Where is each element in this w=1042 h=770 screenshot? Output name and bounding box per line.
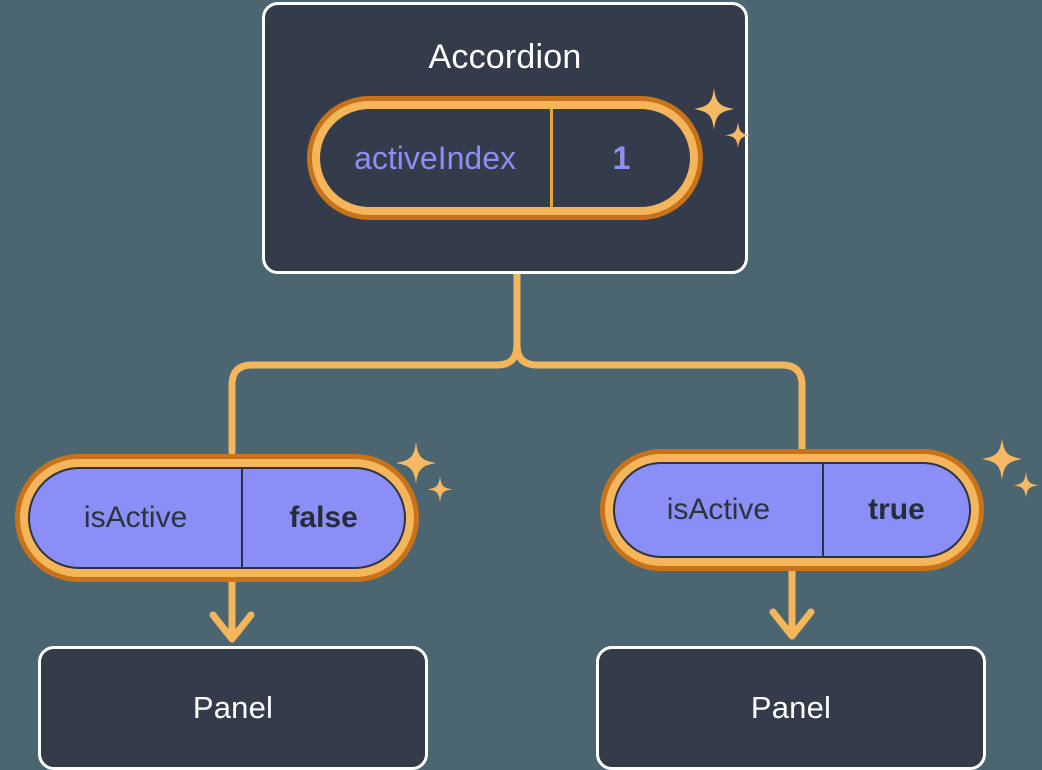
pill-ring-inner: isActive true <box>605 454 979 566</box>
state-pill-activeindex[interactable]: activeIndex 1 <box>307 96 703 220</box>
state-key-label: isActive <box>615 464 824 556</box>
wire-root-to-right <box>513 270 806 452</box>
panel-title: Panel <box>192 690 274 725</box>
state-pill-isactive-true[interactable]: isActive true <box>600 449 984 571</box>
pill-body: isActive false <box>28 467 406 569</box>
page-title: Accordion <box>428 38 582 76</box>
arrowhead-right <box>769 608 815 640</box>
state-key-label: activeIndex <box>320 109 554 207</box>
state-value-label: true <box>868 493 925 526</box>
state-key-label: isActive <box>30 469 244 567</box>
state-value-label: false <box>289 501 358 534</box>
arrowhead-left <box>209 611 255 643</box>
state-value-label: 1 <box>612 139 631 176</box>
component-node-panel-right[interactable]: Panel <box>596 646 986 770</box>
pill-ring-inner: activeIndex 1 <box>312 101 698 215</box>
pill-body: isActive true <box>613 462 971 558</box>
component-node-panel-left[interactable]: Panel <box>38 646 428 770</box>
panel-title: Panel <box>750 690 832 725</box>
pill-body: activeIndex 1 <box>320 109 690 207</box>
state-pill-isactive-false[interactable]: isActive false <box>15 454 419 582</box>
wire-root-to-left <box>228 270 521 456</box>
pill-ring-inner: isActive false <box>20 459 414 577</box>
sparkle-icon <box>982 438 1039 498</box>
